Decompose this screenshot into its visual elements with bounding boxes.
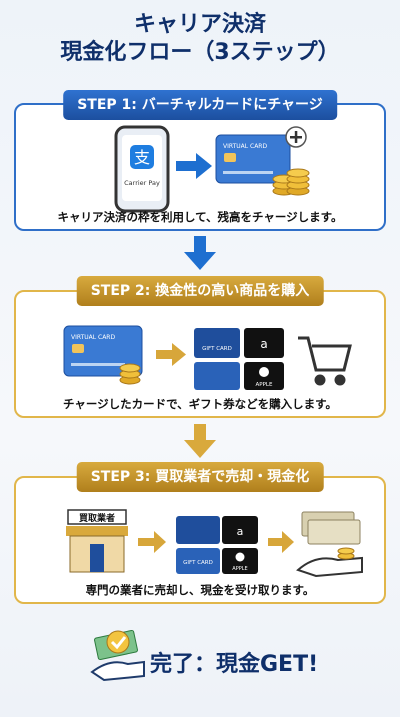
shop-icon: 買取業者	[66, 509, 128, 573]
arrow-right-icon	[268, 531, 294, 553]
svg-text:a: a	[260, 337, 267, 351]
completion-text: 完了：現金GET!	[150, 652, 319, 677]
virtual-card-label: VIRTUAL CARD	[223, 143, 267, 150]
phone-icon: 支 Carrier Pay	[114, 125, 170, 213]
plus-icon	[285, 126, 307, 148]
virtual-card-icon: VIRTUAL CARD	[63, 325, 143, 377]
step-2-illustration: VIRTUAL CARD GIFT CARD a APPLE	[63, 325, 352, 390]
coin-stack-icon	[119, 363, 141, 385]
arrow-down-icon	[184, 424, 216, 458]
coin-stack-icon	[272, 168, 310, 196]
gift-cards-icon: a GIFT CARD APPLE	[176, 516, 258, 574]
arrow-right-icon	[176, 153, 212, 179]
cash-check-icon	[90, 629, 145, 682]
virtual-card-label: VIRTUAL CARD	[71, 334, 115, 341]
step-3-illustration: 買取業者 a GIFT CARD APPLE	[66, 509, 363, 578]
title-line-1: キャリア決済	[133, 12, 266, 37]
gift-cards-icon: GIFT CARD a APPLE	[194, 328, 284, 390]
arrow-down-icon	[184, 236, 216, 270]
step-2-description: チャージしたカードで、ギフト券などを購入します。	[62, 397, 338, 411]
gift-card-label: GIFT CARD	[202, 346, 232, 352]
arrow-right-icon	[156, 343, 186, 366]
virtual-card-icon: VIRTUAL CARD	[215, 134, 291, 184]
apple-label: APPLE	[256, 382, 273, 388]
step-2-header: STEP 2: 換金性の高い商品を購入	[76, 276, 324, 306]
svg-text:支: 支	[134, 148, 150, 167]
shop-sign: 買取業者	[79, 512, 115, 524]
step-1-card: 支 Carrier Pay VIRTUAL CARD	[14, 103, 386, 231]
step-1-illustration: 支 Carrier Pay VIRTUAL CARD	[114, 125, 310, 213]
gift-card-label: GIFT CARD	[183, 560, 213, 566]
step-1-header: STEP 1: バーチャルカードにチャージ	[63, 90, 337, 120]
svg-text:a: a	[237, 525, 244, 538]
title-line-2: 現金化フロー（3ステップ）	[60, 40, 340, 65]
step-1-description: キャリア決済の枠を利用して、残高をチャージします。	[57, 210, 343, 224]
step-3-description: 専門の業者に売却し、現金を受け取ります。	[85, 583, 315, 597]
step-3-card: 買取業者 a GIFT CARD APPLE	[14, 476, 386, 604]
step-3-header: STEP 3: 買取業者で売却・現金化	[76, 462, 324, 492]
step-2-card: VIRTUAL CARD GIFT CARD a APPLE	[14, 290, 386, 418]
apple-label: APPLE	[232, 566, 247, 572]
shopping-cart-icon	[298, 336, 352, 386]
cash-in-hand-icon	[296, 511, 363, 578]
arrow-right-icon	[138, 531, 166, 553]
phone-label: Carrier Pay	[124, 179, 160, 187]
